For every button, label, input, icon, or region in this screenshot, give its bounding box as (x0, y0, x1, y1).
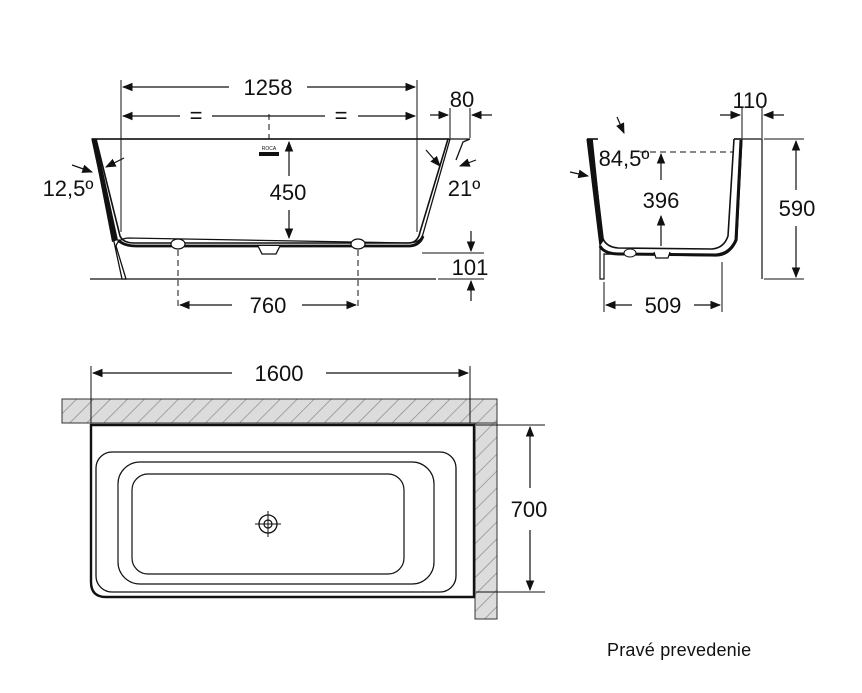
tub-front-basin (95, 138, 449, 244)
tub-plan-outline (89, 423, 476, 599)
tub-side-basin (591, 138, 735, 250)
overflow-logo (259, 152, 279, 156)
plan-view: 1600 700 (61, 361, 548, 620)
tub-plan-rim (95, 451, 457, 593)
caption-right-version: Pravé prevedenie (607, 640, 752, 660)
plan-drain-icon (255, 511, 281, 537)
side-height-label: 590 (779, 196, 816, 221)
side-width-label: 509 (645, 293, 682, 318)
front-foot-label: 101 (452, 255, 489, 280)
svg-text:ROCA: ROCA (262, 146, 277, 152)
plan-width-label: 700 (511, 497, 548, 522)
equal-left-label: = (190, 103, 203, 128)
wall-right (474, 422, 498, 620)
foot-right (350, 238, 366, 250)
foot-left (170, 238, 186, 250)
plan-length-label: 1600 (255, 361, 304, 386)
side-view: 110 84,5º 396 590 509 (569, 88, 816, 318)
wall-top (61, 398, 498, 424)
tub-plan-basin (117, 461, 435, 585)
side-angle-label: 84,5º (599, 146, 650, 171)
drain-icon (257, 245, 281, 255)
front-height-label: 450 (270, 180, 307, 205)
front-length-label: 1258 (244, 75, 293, 100)
side-rim-label: 110 (732, 88, 767, 113)
side-depth-label: 396 (643, 188, 680, 213)
front-rim-label: 80 (450, 87, 474, 112)
tub-front-outline (91, 138, 451, 280)
angle-left-label: 12,5º (43, 176, 94, 201)
front-view: ROCA 1258 = = 80 450 (43, 75, 492, 318)
angle-right-label: 21º (448, 176, 481, 201)
side-drain-icon (653, 251, 671, 259)
front-legs-label: 760 (250, 293, 287, 318)
equal-right-label: = (335, 103, 348, 128)
